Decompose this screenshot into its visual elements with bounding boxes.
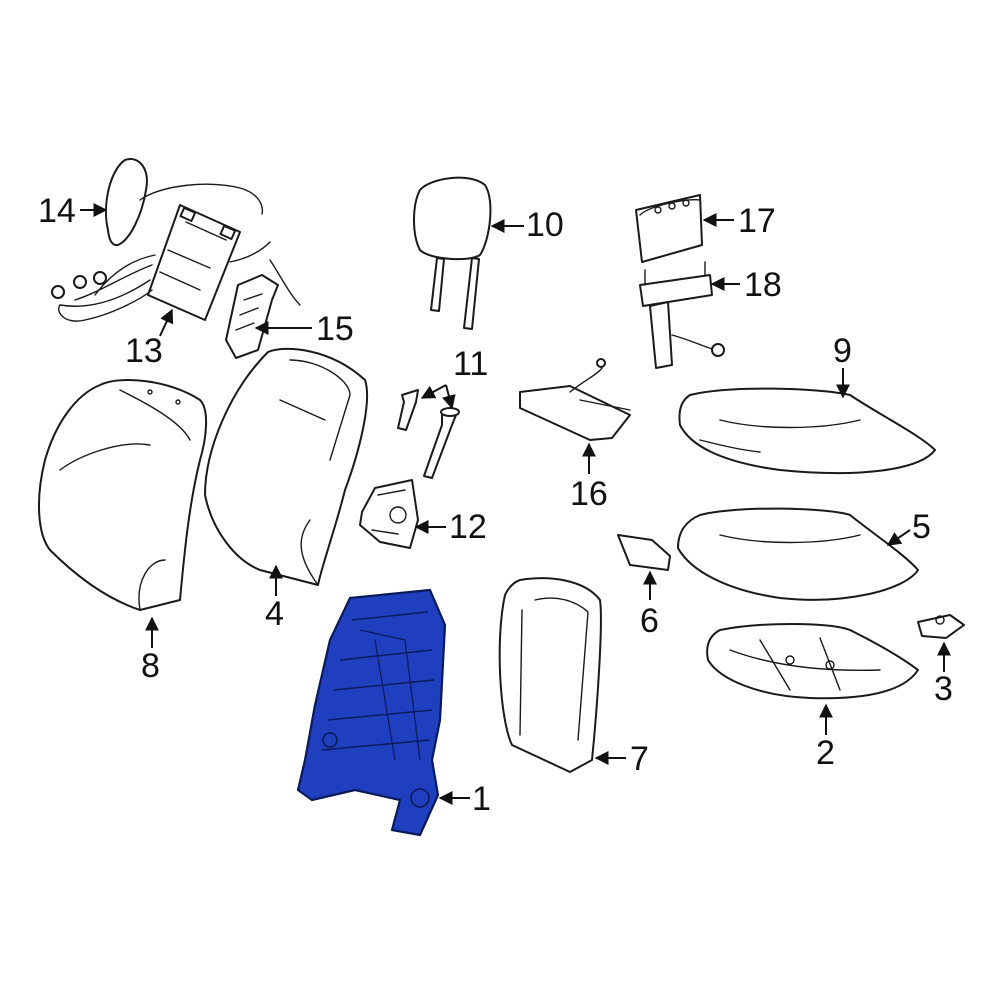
part-17-headrest-guide[interactable] <box>635 194 703 263</box>
part-9-seat-cushion-cover[interactable] <box>678 387 936 475</box>
part-5-seat-cushion[interactable] <box>677 507 919 601</box>
callout-15: 15 <box>316 310 354 348</box>
part-15-control-module[interactable] <box>225 259 301 359</box>
part-12-recliner[interactable] <box>359 479 419 549</box>
part-7-back-panel[interactable] <box>498 577 602 773</box>
callout-9: 9 <box>833 332 852 370</box>
callout-11: 11 <box>453 345 488 383</box>
callout-16: 16 <box>570 475 608 513</box>
part-1-seat-frame[interactable] <box>296 588 447 837</box>
callout-1: 1 <box>472 780 491 818</box>
callout-18: 18 <box>744 266 782 304</box>
callout-7: 7 <box>630 740 649 778</box>
callout-4: 4 <box>265 595 284 633</box>
part-10-headrest[interactable] <box>413 176 492 330</box>
part-4-seatback-panel[interactable] <box>204 347 369 586</box>
part-3-clip[interactable] <box>917 614 965 639</box>
callout-17: 17 <box>738 202 776 240</box>
callout-8: 8 <box>141 647 160 685</box>
callout-12: 12 <box>449 508 487 546</box>
part-18-bracket[interactable] <box>639 261 725 369</box>
part-2-cushion-frame[interactable] <box>706 623 919 700</box>
part-14-airbag[interactable] <box>104 158 264 247</box>
callout-3: 3 <box>934 670 953 708</box>
leader-lines <box>80 203 951 805</box>
callout-10: 10 <box>526 206 564 244</box>
part-11-bolts[interactable] <box>397 389 460 479</box>
part-13-seat-heater-module[interactable] <box>51 204 271 322</box>
part-6-side-trim[interactable] <box>617 534 671 571</box>
part-8-seatback-cover[interactable] <box>37 379 208 611</box>
callout-2: 2 <box>816 734 835 772</box>
callout-5: 5 <box>912 508 931 546</box>
part-16-seat-bracket[interactable] <box>519 358 631 441</box>
callout-6: 6 <box>640 602 659 640</box>
callout-13: 13 <box>125 332 163 370</box>
callout-14: 14 <box>38 192 76 230</box>
callout-labels: 1 2 3 4 5 6 7 8 9 10 11 12 13 14 15 16 1… <box>38 192 953 818</box>
